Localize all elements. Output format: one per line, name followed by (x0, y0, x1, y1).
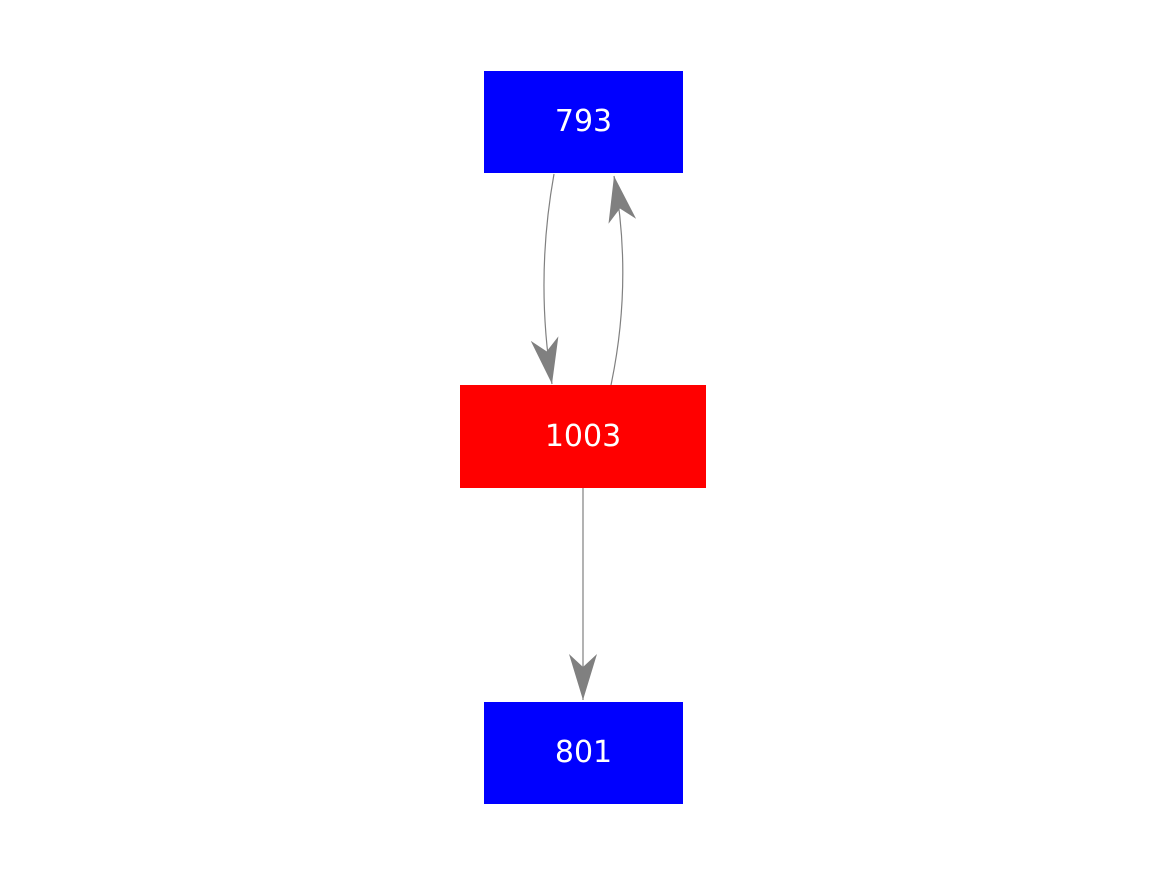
edge-793-to-1003 (530, 173, 559, 385)
node-793-label: 793 (554, 104, 613, 139)
node-793: 793 (484, 71, 683, 173)
edge-1003-to-793 (608, 175, 637, 386)
node-801-label: 801 (554, 735, 613, 770)
node-1003-label: 1003 (544, 418, 622, 454)
node-801: 801 (484, 702, 683, 804)
node-1003: 1003 (460, 385, 706, 488)
